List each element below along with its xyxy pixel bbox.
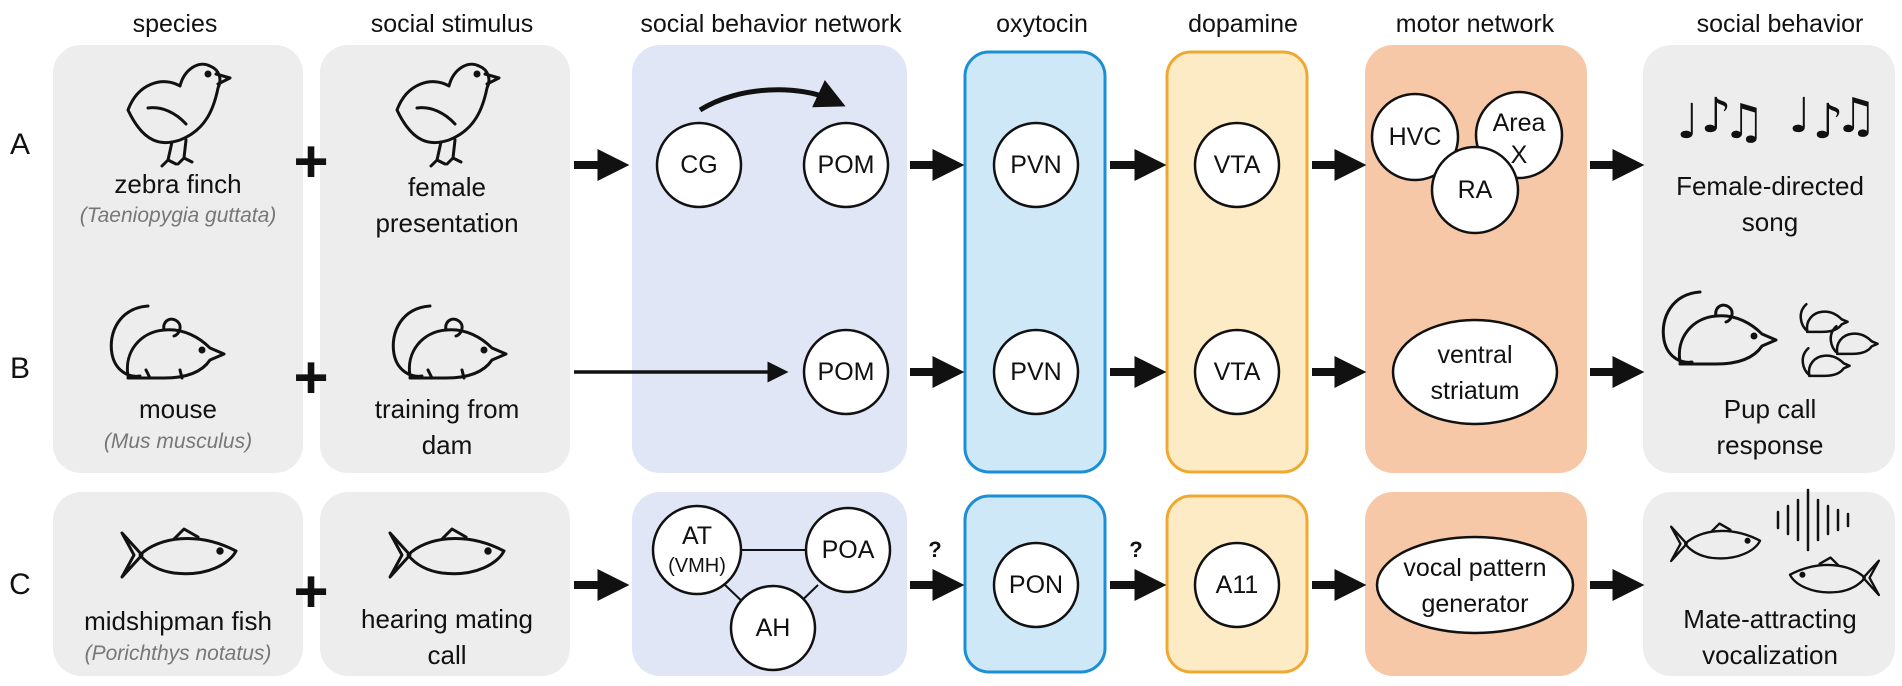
node-pvn-a: [992, 121, 1080, 209]
bird-icon: [126, 62, 232, 168]
svg-text:♫: ♫: [1722, 94, 1765, 150]
species-name-a: zebra finch: [114, 169, 241, 199]
music-notes-icon: ♩ ♪ ♫ ♩ ♪ ♫: [1677, 88, 1878, 150]
node-x-label: X: [1511, 141, 1528, 169]
node-pvn-a-label: PVN: [1010, 151, 1061, 179]
mouse-icon: [109, 304, 226, 380]
header-motor-network: motor network: [1396, 10, 1555, 38]
species-scientific-a: (Taeniopygia guttata): [80, 204, 277, 227]
node-cg: [655, 121, 743, 209]
node-ra: [1430, 145, 1520, 235]
stimulus-panel-ab: [320, 45, 570, 473]
node-pon-label: PON: [1009, 571, 1063, 599]
stimulus-a-line2: presentation: [375, 208, 518, 238]
node-ventral-striatum: [1391, 318, 1559, 426]
node-pom-b: [802, 328, 890, 416]
question-mark-oxytocin-dopamine: ?: [1129, 537, 1142, 562]
node-ra-label: RA: [1458, 176, 1493, 204]
svg-text:♫: ♫: [1834, 88, 1877, 144]
behavior-c-line2: vocalization: [1702, 640, 1838, 670]
stimulus-panel-c: [320, 492, 570, 676]
behavior-b-line2: response: [1717, 430, 1824, 460]
node-pvn-b-label: PVN: [1010, 358, 1061, 386]
svg-text:♪: ♪: [1813, 94, 1844, 150]
header-oxytocin: oxytocin: [996, 10, 1088, 38]
stimulus-b-line2: dam: [422, 430, 473, 460]
node-vta-b-label: VTA: [1214, 358, 1261, 386]
stimulus-b-line1: training from: [375, 394, 520, 424]
stimulus-c-line1: hearing mating: [361, 604, 533, 634]
arrow-a-cg-to-pom: [698, 80, 846, 113]
node-vta-a-label: VTA: [1214, 151, 1261, 179]
node-pvn-b: [992, 328, 1080, 416]
node-vpg-line2: generator: [1421, 590, 1528, 618]
fish-icon: [120, 527, 238, 579]
node-a11: [1193, 541, 1281, 629]
node-at-vmh: [651, 504, 743, 596]
node-hvc: [1370, 92, 1460, 182]
mouse-pups-icon: [1661, 290, 1879, 378]
node-cg-label: CG: [680, 151, 718, 179]
bird-icon: [395, 62, 501, 168]
node-hvc-label: HVC: [1389, 123, 1442, 151]
node-ventral-label: ventral: [1437, 341, 1512, 369]
behavior-panel-ab: [1643, 45, 1895, 473]
header-social-behavior-network: social behavior network: [640, 10, 902, 38]
plus-sign-b: +: [293, 344, 328, 411]
node-pon: [992, 541, 1080, 629]
node-vmh-label: (VMH): [668, 555, 726, 577]
species-panel-c: [53, 492, 303, 676]
node-a11-label: A11: [1216, 571, 1259, 599]
node-pom-b-label: POM: [818, 358, 875, 386]
node-poa-label: POA: [822, 536, 875, 564]
species-scientific-c: (Porichthys notatus): [85, 642, 272, 665]
node-pom-a-label: POM: [818, 151, 875, 179]
header-dopamine: dopamine: [1188, 10, 1298, 38]
node-vocal-pattern-generator: [1375, 535, 1575, 635]
svg-text:♩: ♩: [1677, 94, 1700, 150]
behavior-a-line2: song: [1742, 207, 1798, 237]
behavior-c-line1: Mate-attracting: [1683, 604, 1856, 634]
mouse-icon: [391, 304, 508, 380]
row-label-a: A: [10, 128, 30, 161]
svg-text:♩: ♩: [1789, 88, 1812, 144]
header-social-stimulus: social stimulus: [371, 10, 534, 38]
behavior-a-line1: Female-directed: [1676, 171, 1864, 201]
species-name-c: midshipman fish: [84, 606, 272, 636]
node-vpg-line1: vocal pattern: [1403, 554, 1546, 582]
node-vta-a: [1193, 121, 1281, 209]
stimulus-a-line1: female: [408, 172, 486, 202]
node-striatum-label: striatum: [1431, 377, 1520, 405]
plus-sign-c: +: [293, 558, 328, 625]
stimulus-c-line2: call: [427, 640, 466, 670]
row-label-b: B: [10, 352, 30, 385]
node-area-label: Area: [1493, 109, 1546, 137]
node-ah: [729, 584, 817, 672]
node-vta-b: [1193, 328, 1281, 416]
question-mark-sbn-oxytocin: ?: [928, 537, 941, 562]
behavior-panel-c: [1643, 492, 1895, 676]
species-name-b: mouse: [139, 394, 217, 424]
fish-pair-sound-icon: [1669, 488, 1881, 597]
svg-text:♪: ♪: [1701, 88, 1732, 144]
fish-icon: [388, 527, 506, 579]
behavior-b-line1: Pup call: [1724, 394, 1817, 424]
row-label-c: C: [9, 568, 31, 601]
node-at-label: AT: [682, 522, 712, 550]
header-species: species: [133, 10, 218, 38]
node-pom-a: [802, 121, 890, 209]
species-scientific-b: (Mus musculus): [104, 430, 252, 453]
header-social-behavior: social behavior: [1697, 10, 1864, 38]
plus-sign-a: +: [293, 128, 328, 195]
node-poa: [804, 506, 892, 594]
node-ah-label: AH: [756, 614, 791, 642]
